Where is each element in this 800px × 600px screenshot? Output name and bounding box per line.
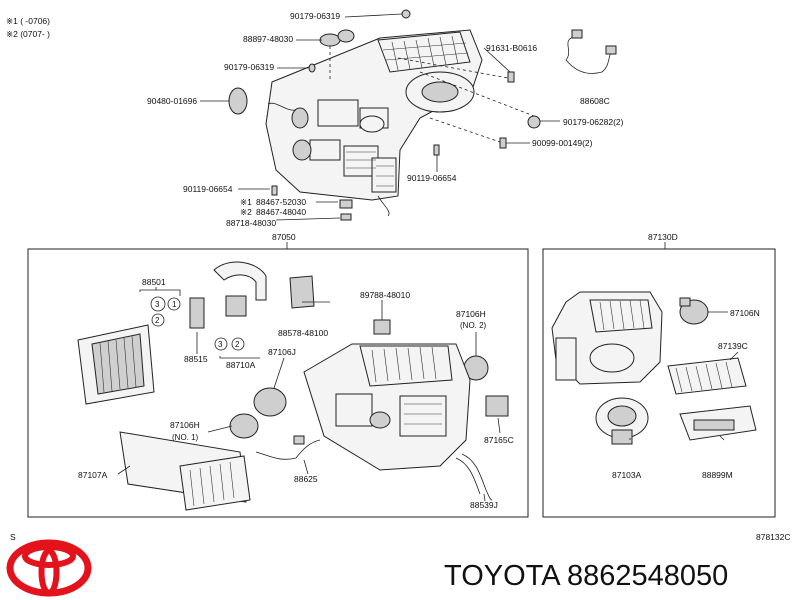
label-88515: 88515 [184, 354, 208, 364]
label-88539j: 88539J [470, 500, 498, 510]
label-87106n: 87106N [730, 308, 760, 318]
label-88608c: 88608C [580, 96, 610, 106]
mark-1: ※1 [240, 197, 252, 207]
left-box-drawings [77, 261, 509, 511]
label-88467-52030: 88467-52030 [256, 197, 306, 207]
left-box-title: 87050 [272, 232, 296, 242]
legend-note-1: ※1 ( -0706) [6, 16, 50, 26]
callout-3-a: 3 [155, 300, 160, 309]
right-box-title: 87130D [648, 232, 678, 242]
diagram-code: 878132C [756, 532, 791, 542]
callout-1-a: 1 [172, 300, 177, 309]
brand-part-number: TOYOTA 8862548050 [444, 560, 728, 592]
label-90179-06319-mid: 90179-06319 [224, 62, 274, 72]
label-88899m: 88899M [702, 470, 733, 480]
label-88625: 88625 [294, 474, 318, 484]
label-87107a: 87107A [78, 470, 108, 480]
label-88501: 88501 [142, 277, 166, 287]
label-90119-06654-left: 90119-06654 [183, 184, 233, 194]
label-88897-48030: 88897-48030 [243, 34, 293, 44]
right-box-drawings [551, 291, 757, 445]
label-no1: (NO. 1) [172, 433, 199, 442]
label-87165c: 87165C [484, 435, 514, 445]
label-90179-06282: 90179-06282(2) [563, 117, 624, 127]
label-88718-48030: 88718-48030 [226, 218, 276, 228]
label-88710a: 88710A [226, 360, 256, 370]
footer-left-mark: S [10, 532, 16, 542]
label-87103a: 87103A [612, 470, 642, 480]
label-90480-01696: 90480-01696 [147, 96, 197, 106]
label-87139c: 87139C [718, 341, 748, 351]
callout-3-b: 3 [218, 340, 223, 349]
hvac-unit-top-drawing [200, 9, 617, 221]
label-90179-06319-top: 90179-06319 [290, 11, 340, 21]
label-87106h-no1: 87106H [170, 420, 200, 430]
right-box-frame [542, 248, 776, 518]
toyota-logo [6, 539, 92, 597]
legend-note-2: ※2 (0707- ) [6, 29, 50, 39]
label-89788-48010: 89788-48010 [360, 290, 410, 300]
mark-2: ※2 [240, 207, 252, 217]
callout-2-b: 2 [235, 340, 240, 349]
left-box-frame [27, 248, 529, 518]
label-88467-48040: 88467-48040 [256, 207, 306, 217]
callout-2-a: 2 [155, 316, 160, 325]
label-90119-06654-right: 90119-06654 [407, 173, 457, 183]
label-87106h-no2: 87106H [456, 309, 486, 319]
label-87106j: 87106J [268, 347, 296, 357]
label-no2: (NO. 2) [460, 321, 487, 330]
label-91631-b0616: 91631-B0616 [486, 43, 537, 53]
label-88578-48100: 88578-48100 [278, 328, 328, 338]
label-90099-00149: 90099-00149(2) [532, 138, 593, 148]
